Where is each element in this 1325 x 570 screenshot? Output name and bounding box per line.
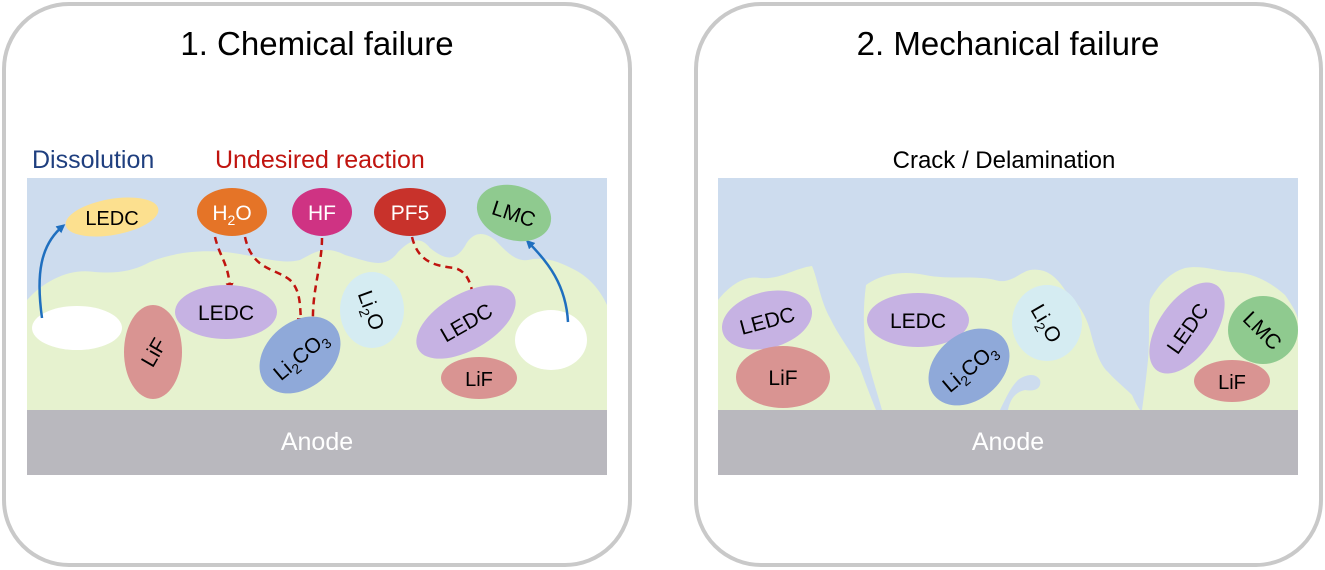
lif-left: LiF (124, 305, 182, 399)
pf5-label: PF5 (391, 202, 430, 225)
reaction-arrow (308, 237, 324, 325)
panel-title: 1. Chemical failure (180, 25, 453, 62)
anode (27, 410, 607, 475)
pf5-molecule: PF5 (374, 188, 446, 236)
svg-text:H2O: H2O (212, 202, 251, 228)
undesired-reaction-label: Undesired reaction (215, 146, 425, 174)
species-label: LiF (768, 367, 797, 390)
anode (718, 410, 1298, 475)
lmc: LMC (1228, 296, 1298, 364)
void (32, 306, 122, 350)
reaction-arrow (213, 236, 234, 291)
crack-delamination-label: Crack / Delamination (893, 147, 1116, 174)
ledc-dissolved: LEDC (65, 197, 159, 237)
anode-label: Anode (281, 428, 353, 456)
panel-title: 2. Mechanical failure (857, 25, 1160, 62)
panel-chemical-failure: 1. Chemical failure Anode Dissolution Un… (2, 2, 632, 567)
dissolution-label: Dissolution (32, 146, 154, 174)
anode-label: Anode (972, 428, 1044, 456)
li2o: Li2O (1012, 285, 1082, 361)
li2o-tail: O (361, 310, 388, 333)
ledc-left: LEDC (721, 290, 813, 350)
li2o-base: Li (353, 288, 380, 311)
species-label: LEDC (198, 302, 254, 325)
li2o: Li2O (340, 272, 404, 348)
h2o-base: H (212, 202, 227, 225)
void (515, 310, 587, 370)
species-label: LiF (465, 369, 493, 391)
lif-right: LiF (441, 357, 517, 399)
h2o-molecule: H2O (197, 188, 267, 236)
lif-right: LiF (1194, 360, 1270, 402)
li2co3: Li2CO3 (928, 328, 1010, 406)
species-label: LEDC (85, 208, 138, 230)
hf-molecule: HF (292, 188, 352, 236)
lmc-dissolved: LMC (476, 184, 552, 242)
panel-mechanical-failure: 2. Mechanical failure Crack / Delaminati… (694, 2, 1323, 567)
li2co3: Li2CO3 (259, 316, 341, 394)
reaction-arrow (243, 236, 305, 326)
dissolution-arrow (525, 239, 570, 323)
species-label: LEDC (890, 310, 946, 333)
ledc-right: LEDC (1149, 282, 1225, 374)
species-label: LiF (1218, 372, 1246, 394)
h2o-sub: 2 (228, 212, 236, 228)
ledc-mid: LEDC (175, 285, 277, 339)
svg-text:Li2O: Li2O (350, 288, 388, 335)
reaction-arrow (410, 236, 478, 306)
h2o-tail: O (235, 202, 251, 225)
ledc-right: LEDC (416, 285, 516, 359)
ledc-mid: LEDC (867, 293, 969, 347)
dissolution-arrow (38, 224, 66, 319)
hf-label: HF (308, 202, 336, 225)
lif-left: LiF (736, 346, 830, 408)
